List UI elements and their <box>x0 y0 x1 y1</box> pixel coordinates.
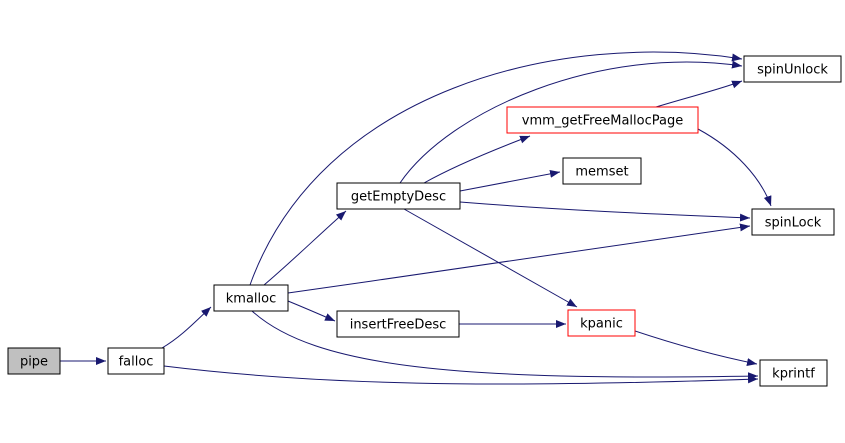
edge-kmalloc-insertFreeDesc <box>287 300 336 322</box>
edge-getEmptyDesc-spinUnlock <box>399 60 743 184</box>
node-label-spinLock: spinLock <box>765 216 822 231</box>
node-box-falloc[interactable] <box>107 347 165 375</box>
edge-kmalloc-kprintf <box>251 310 759 381</box>
node-label-insertFreeDesc: insertFreeDesc <box>350 318 447 333</box>
node-memset[interactable]: memset <box>562 157 642 185</box>
node-label-memset: memset <box>575 165 628 180</box>
edge-kmalloc-spinLock <box>287 223 751 294</box>
node-box-memset[interactable] <box>562 157 642 185</box>
node-kpanic[interactable]: kpanic <box>567 309 636 337</box>
edge-vmm_getFreeMallocPage-spinUnlock <box>655 80 743 108</box>
node-spinUnlock[interactable]: spinUnlock <box>743 55 842 83</box>
node-box-spinUnlock[interactable] <box>743 55 842 83</box>
node-box-pipe <box>7 347 61 375</box>
edge-getEmptyDesc-memset <box>459 169 561 192</box>
edge-getEmptyDesc-vmm_getFreeMallocPage <box>423 135 531 184</box>
node-box-vmm_getFreeMallocPage[interactable] <box>506 106 699 134</box>
node-spinLock[interactable]: spinLock <box>751 208 835 236</box>
node-box-kprintf[interactable] <box>759 359 828 387</box>
edge-falloc-kmalloc <box>161 306 212 349</box>
node-box-kpanic[interactable] <box>567 309 636 337</box>
node-kprintf[interactable]: kprintf <box>759 359 828 387</box>
edge-kmalloc-spinUnlock <box>249 51 743 286</box>
node-box-insertFreeDesc[interactable] <box>336 310 460 338</box>
node-label-kmalloc: kmalloc <box>226 292 276 307</box>
node-label-pipe: pipe <box>20 355 48 370</box>
node-pipe: pipe <box>7 347 61 375</box>
node-label-falloc: falloc <box>119 355 154 370</box>
node-vmm_getFreeMallocPage[interactable]: vmm_getFreeMallocPage <box>506 106 699 134</box>
edge-getEmptyDesc-kpanic <box>403 208 578 308</box>
nodes-layer: pipe falloc kmalloc getEmptyDesc insertFreeD… <box>7 55 842 387</box>
edge-falloc-kprintf <box>163 365 759 385</box>
node-label-spinUnlock: spinUnlock <box>757 63 828 78</box>
node-label-kpanic: kpanic <box>580 317 623 332</box>
node-label-getEmptyDesc: getEmptyDesc <box>351 190 446 205</box>
node-getEmptyDesc[interactable]: getEmptyDesc <box>336 182 461 210</box>
node-label-kprintf: kprintf <box>772 367 815 382</box>
edge-getEmptyDesc-spinLock <box>459 201 751 222</box>
node-box-kmalloc[interactable] <box>213 284 289 312</box>
node-falloc[interactable]: falloc <box>107 347 165 375</box>
node-box-getEmptyDesc[interactable] <box>336 182 461 210</box>
edge-kmalloc-getEmptyDesc <box>263 210 347 286</box>
node-label-vmm_getFreeMallocPage: vmm_getFreeMallocPage <box>522 114 683 129</box>
edge-kpanic-kprintf <box>634 330 758 366</box>
node-kmalloc[interactable]: kmalloc <box>213 284 289 312</box>
node-insertFreeDesc[interactable]: insertFreeDesc <box>336 310 460 338</box>
edges-layer <box>60 51 772 385</box>
edge-vmm_getFreeMallocPage-spinLock <box>697 128 772 207</box>
node-box-spinLock[interactable] <box>751 208 835 236</box>
